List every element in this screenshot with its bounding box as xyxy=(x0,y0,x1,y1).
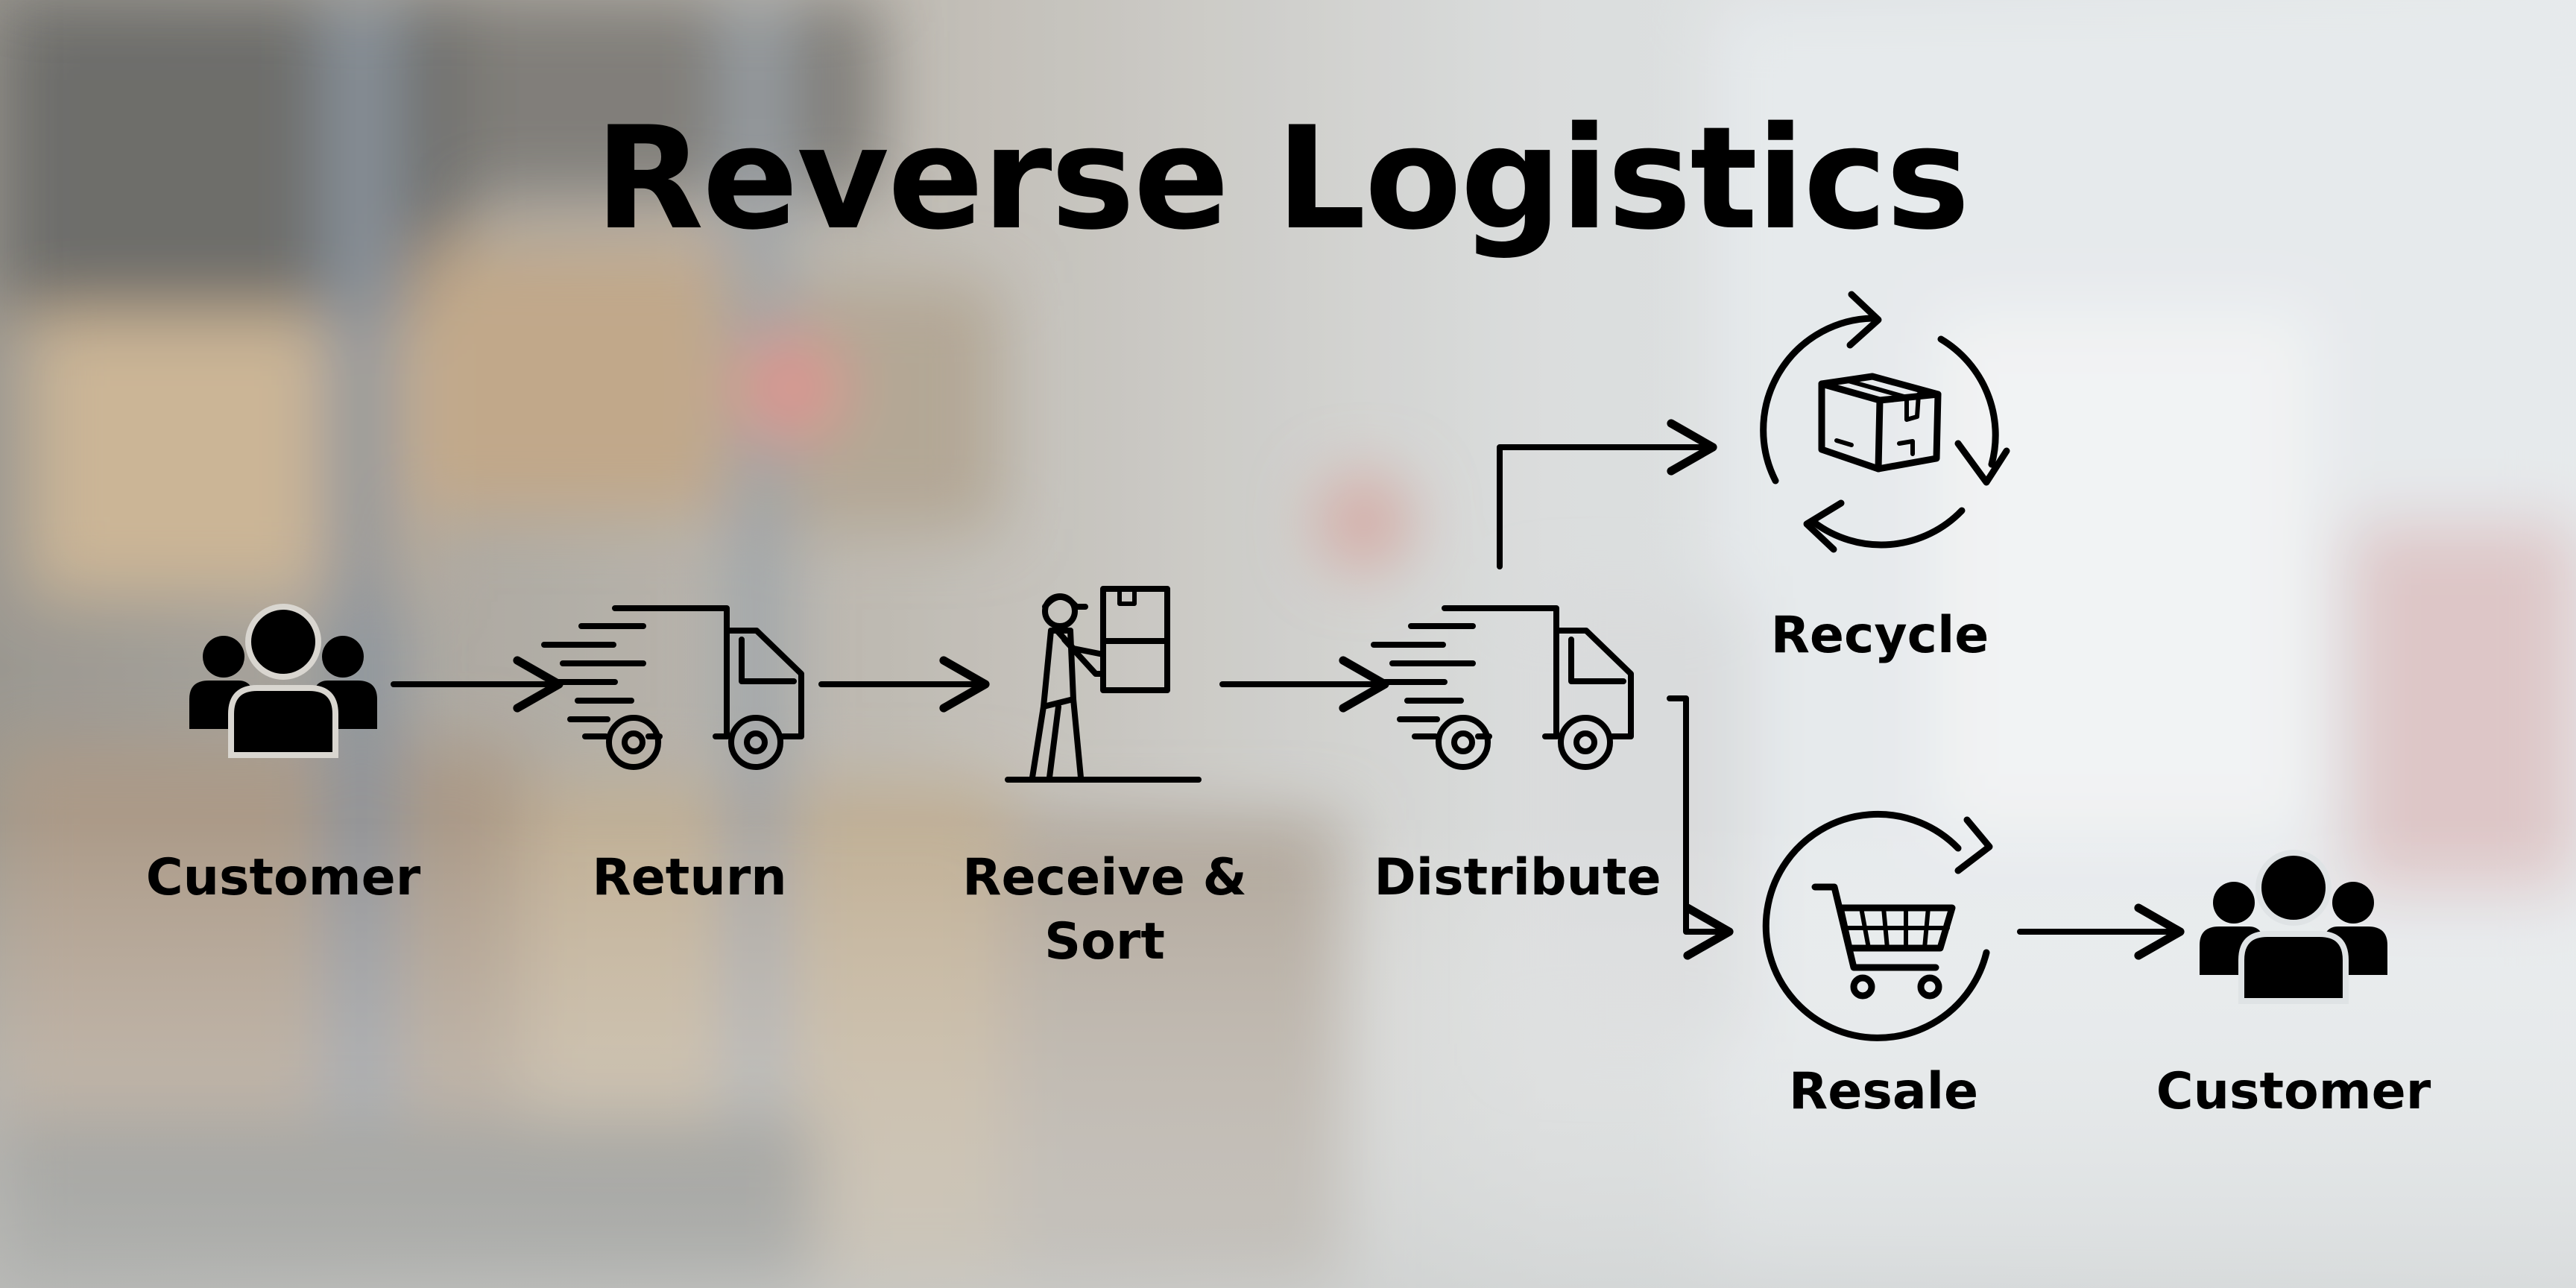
step-label-customer-start: Customer xyxy=(145,848,421,907)
arrow-distribute-to-resale xyxy=(1667,695,1734,960)
step-label-receive-sort: Receive & Sort xyxy=(962,848,1247,971)
people-group-icon xyxy=(189,604,377,758)
page-title: Reverse Logistics xyxy=(594,96,1970,261)
shopping-cart-cycle-icon xyxy=(1762,810,1993,1041)
step-label-customer-end: Customer xyxy=(2156,1062,2431,1121)
step-label-distribute: Distribute xyxy=(1374,848,1661,907)
delivery-truck-icon xyxy=(1371,605,1634,770)
people-group-icon xyxy=(2200,850,2387,1004)
arrow-distribute-to-recycle xyxy=(1497,419,1717,569)
worker-carrying-boxes-icon xyxy=(1005,586,1202,783)
recycle-box-icon xyxy=(1760,291,2010,553)
step-label-recycle: Recycle xyxy=(1770,606,1989,665)
delivery-truck-icon xyxy=(541,605,804,770)
step-label-resale: Resale xyxy=(1788,1062,1979,1121)
step-label-return: Return xyxy=(592,848,787,907)
